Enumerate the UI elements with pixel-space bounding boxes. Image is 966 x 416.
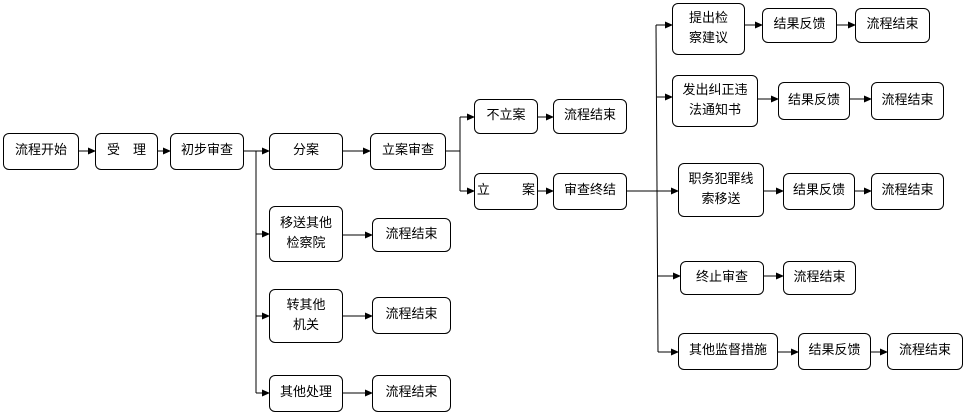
end-not-filed-node: 流程结束: [553, 99, 627, 134]
feedback-other-supervision-node: 结果反馈: [798, 333, 871, 370]
feedback-correction-label: 结果反馈: [787, 92, 840, 108]
end-advice-node: 流程结束: [855, 8, 930, 43]
end-transfer-procuratorate-label: 流程结束: [385, 226, 438, 242]
procuratorial-advice-label: 提出检 察建议: [688, 10, 728, 46]
end-transfer-organ-label: 流程结束: [385, 307, 438, 323]
transfer-other-procuratorate-label: 移送其他 检察院: [279, 215, 332, 251]
procuratorial-advice-node: 提出检 察建议: [672, 3, 745, 55]
feedback-advice-label: 结果反馈: [773, 17, 826, 33]
feedback-advice-node: 结果反馈: [762, 8, 837, 43]
assign-label: 分案: [292, 143, 319, 159]
accept-node: 受 理: [95, 133, 158, 170]
not-filed-node: 不立案: [474, 99, 538, 134]
trunk-outcomes: [655, 24, 659, 353]
end-transfer-procuratorate-node: 流程结束: [372, 218, 451, 252]
end-other-handling-label: 流程结束: [385, 385, 438, 401]
other-handling-label: 其他处理: [279, 385, 332, 401]
feedback-correction-node: 结果反馈: [778, 82, 850, 120]
feedback-other-supervision-label: 结果反馈: [808, 343, 861, 359]
start-label: 流程开始: [14, 143, 67, 159]
end-correction-node: 流程结束: [871, 82, 944, 120]
transfer-other-organ-node: 转其他 机关: [269, 289, 343, 343]
end-clues-node: 流程结束: [871, 173, 944, 210]
start-node: 流程开始: [3, 133, 79, 170]
end-not-filed-label: 流程结束: [563, 108, 616, 124]
end-terminate-label: 流程结束: [793, 269, 846, 285]
review-conclusion-label: 审查终结: [563, 183, 616, 199]
end-advice-label: 流程结束: [866, 17, 919, 33]
other-handling-node: 其他处理: [269, 375, 343, 412]
correction-notice-node: 发出纠正违 法通知书: [672, 75, 758, 127]
trunk-filing-review: [446, 117, 461, 191]
filing-review-node: 立案审查: [370, 133, 446, 170]
end-other-supervision-node: 流程结束: [887, 333, 963, 370]
initial-review-node: 初步审查: [170, 133, 244, 170]
transfer-other-organ-label: 转其他 机关: [286, 297, 326, 333]
other-supervision-label: 其他监督措施: [688, 343, 767, 359]
other-supervision-node: 其他监督措施: [678, 333, 778, 370]
not-filed-label: 不立案: [486, 108, 526, 124]
transfer-other-procuratorate-node: 移送其他 检察院: [269, 206, 343, 262]
assign-node: 分案: [269, 133, 343, 170]
end-correction-label: 流程结束: [881, 92, 934, 108]
initial-review-label: 初步审查: [180, 143, 233, 159]
filing-review-label: 立案审查: [381, 143, 434, 159]
end-clues-label: 流程结束: [881, 183, 934, 199]
terminate-review-label: 终止审查: [695, 269, 748, 285]
end-other-handling-node: 流程结束: [372, 375, 451, 412]
accept-label: 受 理: [106, 143, 146, 159]
review-conclusion-node: 审查终结: [553, 173, 627, 210]
filed-node: 立 案: [474, 173, 538, 210]
feedback-clues-node: 结果反馈: [783, 173, 855, 210]
end-terminate-node: 流程结束: [783, 261, 856, 295]
end-transfer-organ-node: 流程结束: [372, 297, 451, 334]
feedback-clues-label: 结果反馈: [792, 183, 845, 199]
end-other-supervision-label: 流程结束: [898, 343, 951, 359]
crime-clues-node: 职务犯罪线 索移送: [678, 163, 764, 217]
crime-clues-label: 职务犯罪线 索移送: [688, 171, 754, 207]
correction-notice-label: 发出纠正违 法通知书: [682, 82, 748, 118]
terminate-review-node: 终止审查: [680, 261, 764, 295]
filed-label: 立 案: [476, 183, 550, 199]
